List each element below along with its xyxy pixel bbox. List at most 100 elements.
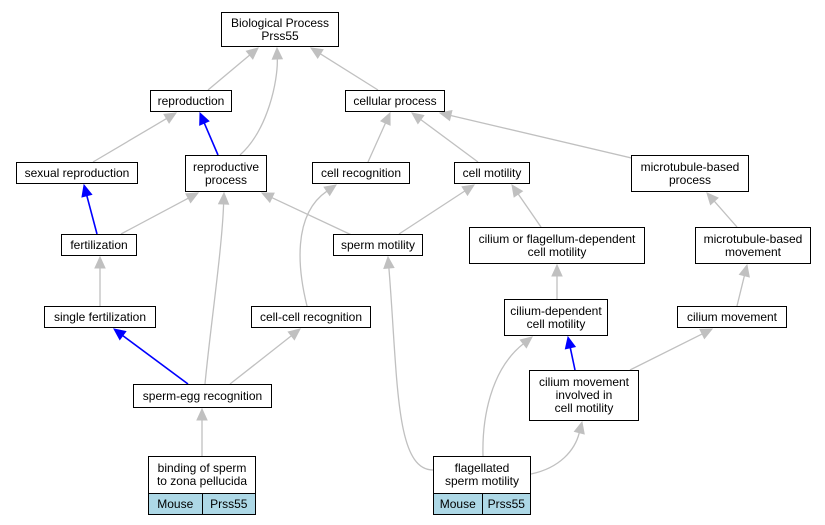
edge-cellmot-to-cellular	[411, 112, 479, 163]
edge-cellrec-to-cellular	[367, 111, 391, 163]
node-label-line: cilium-dependent	[510, 303, 602, 318]
node-label-line: microtubule-based	[640, 159, 740, 174]
edge-sexual-to-reproduction	[92, 112, 178, 163]
node-label-line: cilium movement	[686, 309, 778, 324]
edge-line	[271, 197, 359, 239]
node-label-line: Prss55	[261, 28, 299, 43]
edge-spermegg-to-singlefert	[113, 328, 189, 385]
node-label-line: cilium or flagellum-dependent	[478, 231, 636, 246]
node-label-line: movement	[724, 244, 782, 259]
edge-line	[482, 343, 524, 457]
edge-arrowhead	[217, 191, 230, 205]
node-label-line: reproductive	[192, 159, 260, 174]
node-label-line: sperm motility	[340, 237, 415, 252]
go-term-node-cellular[interactable]: cellular process	[345, 90, 445, 112]
edge-line	[203, 122, 219, 156]
edge-line	[92, 118, 167, 163]
go-term-node-reproduction[interactable]: reproduction	[150, 90, 232, 112]
node-label-line: cellular process	[353, 93, 437, 108]
edge-mtproc-to-cellular	[438, 109, 641, 161]
gene-cell: Prss55	[201, 494, 256, 514]
edge-arrowhead	[379, 111, 391, 126]
edge-spermegg-to-reproductive	[204, 191, 230, 385]
edge-arrowhead	[519, 336, 533, 349]
go-term-node-cellcell[interactable]: cell-cell recognition	[251, 306, 371, 328]
go-term-node-singlefert[interactable]: single fertilization	[44, 306, 156, 328]
node-label-line: to zona pellucida	[156, 474, 248, 488]
edge-arrowhead	[185, 192, 200, 204]
edge-reproductive-to-reproduction	[199, 111, 219, 156]
edge-line	[120, 197, 189, 235]
node-label-line: single fertilization	[53, 309, 147, 324]
edge-line	[569, 347, 576, 371]
go-term-node-spermmot[interactable]: sperm motility	[333, 234, 423, 256]
edge-line	[299, 190, 328, 307]
node-label-line: cilium movement	[538, 375, 630, 389]
go-term-node-cellmot[interactable]: cell motility	[454, 162, 530, 184]
node-label-line: cell motility	[462, 165, 522, 180]
edge-fert-to-reproductive	[120, 192, 200, 235]
edge-spermmot-to-cellmot	[398, 184, 476, 235]
node-label-line: binding of sperm	[157, 461, 247, 475]
edge-line	[388, 267, 434, 471]
edge-arrowhead	[699, 328, 714, 340]
edge-line	[319, 53, 379, 91]
edge-cilmoveinv-to-ciliumdep	[564, 335, 577, 371]
edge-line	[367, 122, 387, 163]
edge-arrowhead	[411, 112, 425, 125]
node-label-line: involved in	[555, 388, 613, 402]
edge-arrowhead	[551, 263, 563, 277]
node-label-line: Biological Process	[230, 15, 330, 30]
edge-line	[530, 432, 580, 475]
edge-arrowhead	[383, 255, 395, 269]
node-label-line: cell motility	[527, 244, 587, 259]
go-term-node-cellrec[interactable]: cell recognition	[312, 162, 410, 184]
node-label-line: cell motility	[554, 401, 614, 415]
node-label-line: cell-cell recognition	[259, 309, 363, 324]
edge-fert-to-sexual	[81, 183, 98, 235]
edge-line	[207, 54, 251, 91]
edge-arrowhead	[309, 47, 324, 60]
edge-arrowhead	[738, 263, 750, 278]
node-label-line: sexual reproduction	[24, 165, 130, 180]
go-term-node-sexual[interactable]: sexual reproduction	[16, 162, 138, 184]
go-term-node-spermegg[interactable]: sperm-egg recognition	[133, 384, 272, 408]
edge-line	[736, 275, 746, 307]
edge-arrowhead	[461, 184, 476, 197]
edge-line	[450, 114, 641, 161]
species-cell: Mouse	[157, 497, 194, 511]
edge-arrowhead	[94, 255, 106, 269]
node-label-line: microtubule-based	[703, 231, 803, 246]
edge-flag-to-ciliumdep	[482, 336, 533, 457]
go-term-node-fert[interactable]: fertilization	[61, 234, 137, 256]
edge-line	[204, 203, 225, 385]
gene-cell: Prss55	[481, 494, 531, 514]
edge-flag-to-cilmoveinv	[530, 420, 585, 475]
edge-line	[229, 335, 292, 385]
node-label-line: reproduction	[157, 93, 225, 108]
edge-line	[517, 193, 542, 228]
edge-spermegg-to-cellcell	[229, 328, 301, 385]
go-term-node-cilmove[interactable]: cilium movement	[677, 306, 787, 328]
edge-arrowhead	[511, 184, 524, 198]
edge-arrowhead	[573, 420, 585, 435]
edge-singlefert-to-fert	[94, 255, 106, 306]
edge-spermmot-to-reproductive	[260, 192, 359, 239]
edge-cilmoveinv-to-cilmove	[629, 328, 714, 371]
edge-arrowhead	[113, 328, 127, 341]
annotation-footer: Mouse Prss55	[148, 493, 256, 515]
edge-line	[86, 195, 98, 235]
edge-arrowhead	[564, 335, 577, 350]
node-label-line: sperm motility	[444, 474, 519, 488]
